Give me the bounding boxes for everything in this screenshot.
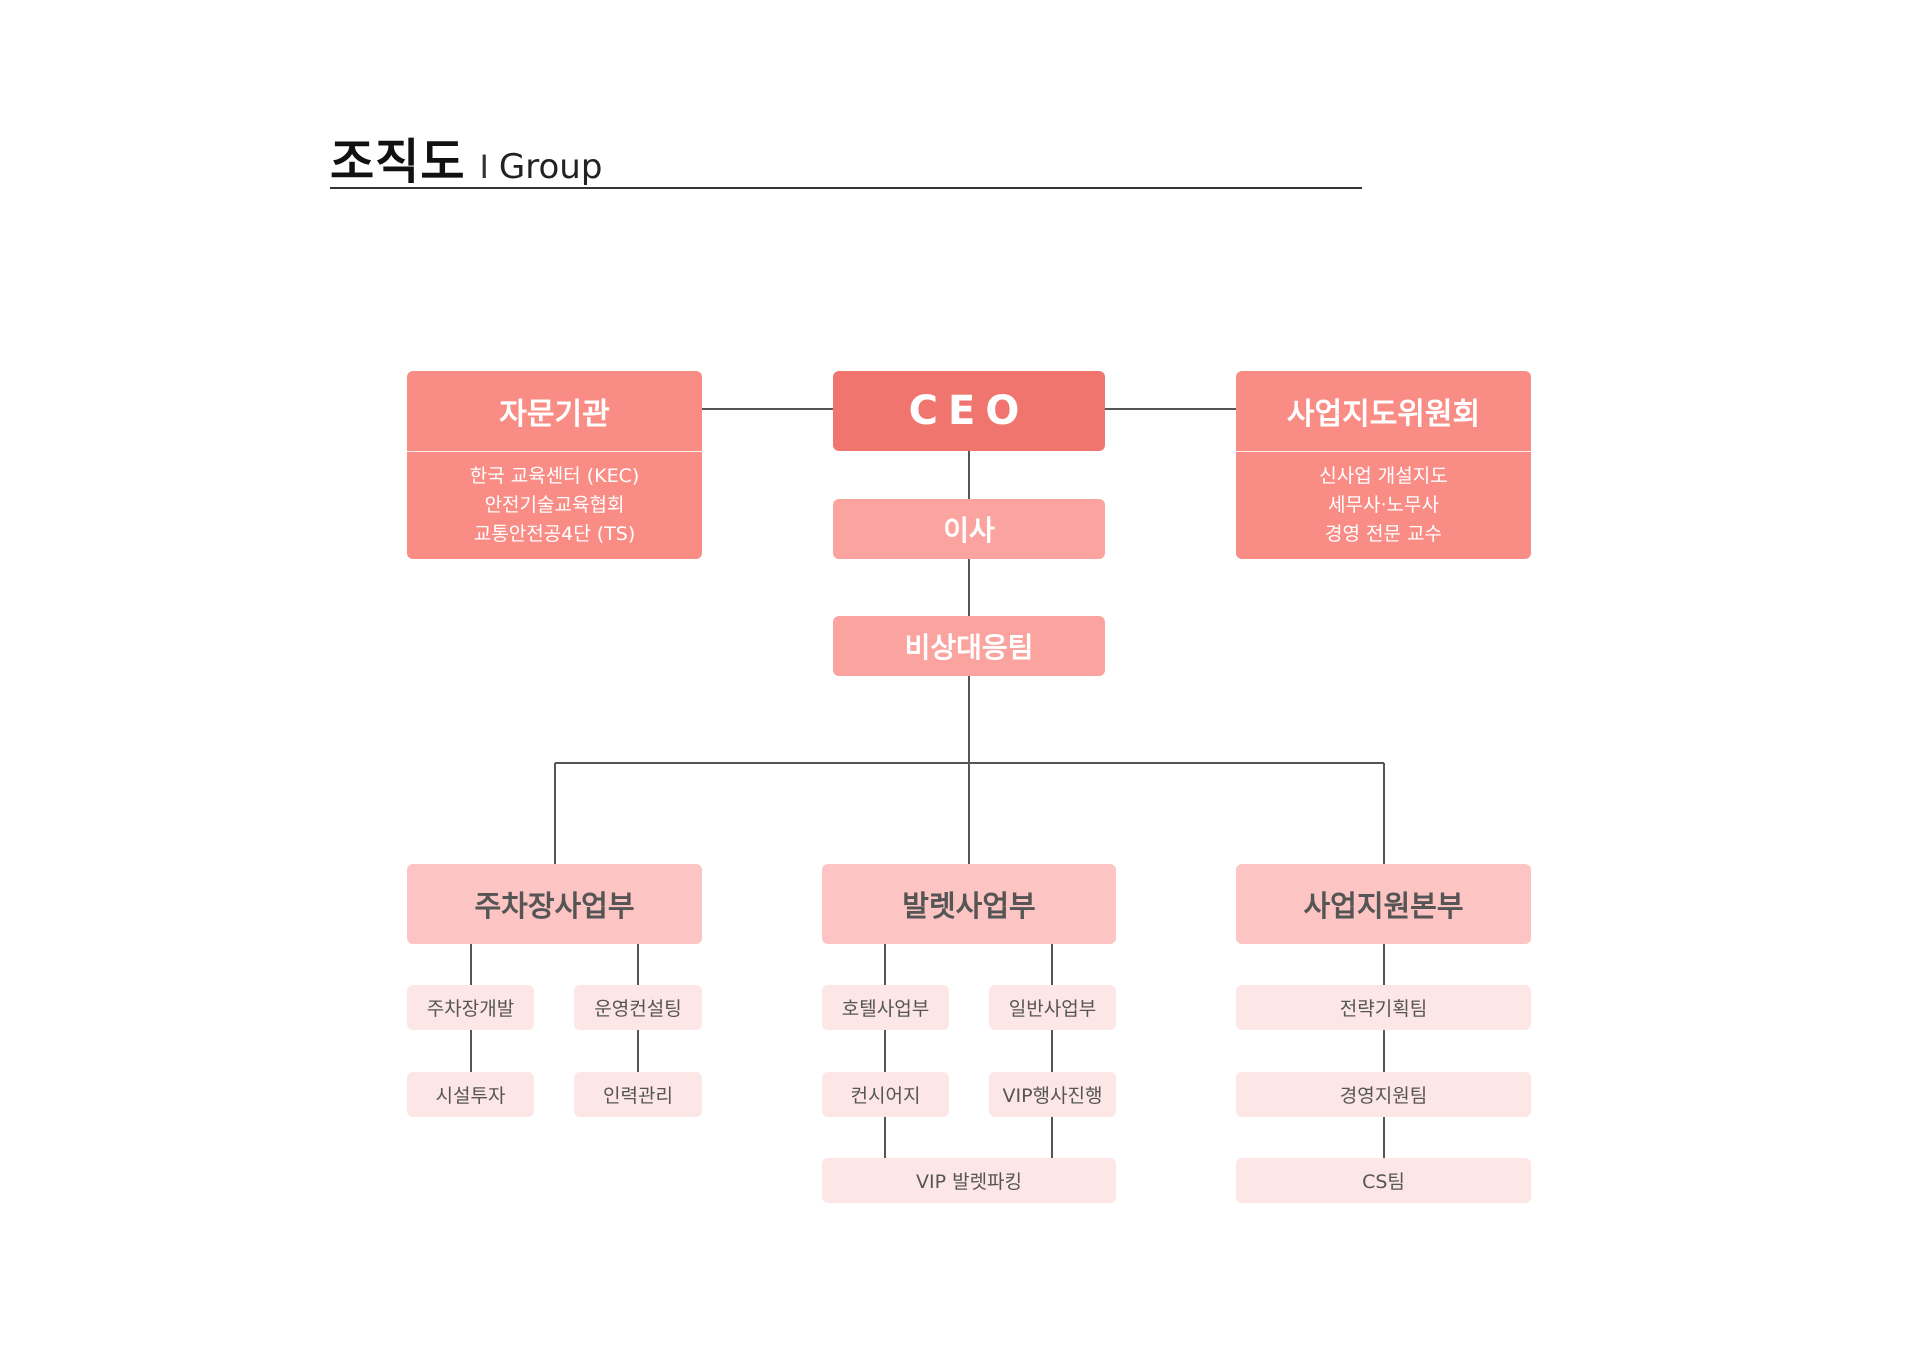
ceo-box: CEO [833, 371, 1105, 451]
team-parking-development: 주차장개발 [407, 985, 534, 1030]
team-vip-event: VIP행사진행 [989, 1072, 1116, 1117]
team-operation-consulting: 운영컨설팅 [574, 985, 702, 1030]
title-main: 조직도 [330, 134, 466, 190]
advisory-box: 자문기관 한국 교육센터 (KEC) 안전기술교육협회 교통안전공4단 (TS) [407, 371, 702, 559]
advisory-line-1: 한국 교육센터 (KEC) [469, 464, 640, 487]
committee-line-1: 신사업 개설지도 [1319, 464, 1448, 487]
team-hr-management: 인력관리 [574, 1072, 702, 1117]
team-cs: CS팀 [1236, 1158, 1531, 1203]
page-title: 조직도 I Group [330, 122, 602, 192]
title-sub: Group [498, 147, 603, 187]
dept-support: 사업지원본부 [1236, 864, 1531, 944]
team-hotel-business: 호텔사업부 [822, 985, 949, 1030]
advisory-line-2: 안전기술교육협회 [484, 493, 625, 516]
committee-box: 사업지도위원회 신사업 개설지도 세무사·노무사 경영 전문 교수 [1236, 371, 1531, 559]
title-separator: I [479, 148, 489, 186]
team-general-business: 일반사업부 [989, 985, 1116, 1030]
team-concierge: 컨시어지 [822, 1072, 949, 1117]
emergency-team-box: 비상대응팀 [833, 616, 1105, 676]
team-facility-investment: 시설투자 [407, 1072, 534, 1117]
team-management-support: 경영지원팀 [1236, 1072, 1531, 1117]
committee-line-2: 세무사·노무사 [1328, 493, 1439, 516]
director-box: 이사 [833, 499, 1105, 559]
team-strategy-planning: 전략기획팀 [1236, 985, 1531, 1030]
dept-parking: 주차장사업부 [407, 864, 702, 944]
advisory-head: 자문기관 [407, 371, 702, 452]
dept-valet: 발렛사업부 [822, 864, 1116, 944]
committee-head: 사업지도위원회 [1236, 371, 1531, 452]
title-rule [330, 187, 1362, 189]
team-vip-valet-parking: VIP 발렛파킹 [822, 1158, 1116, 1203]
advisory-line-3: 교통안전공4단 (TS) [473, 522, 636, 545]
committee-line-3: 경영 전문 교수 [1325, 522, 1442, 545]
